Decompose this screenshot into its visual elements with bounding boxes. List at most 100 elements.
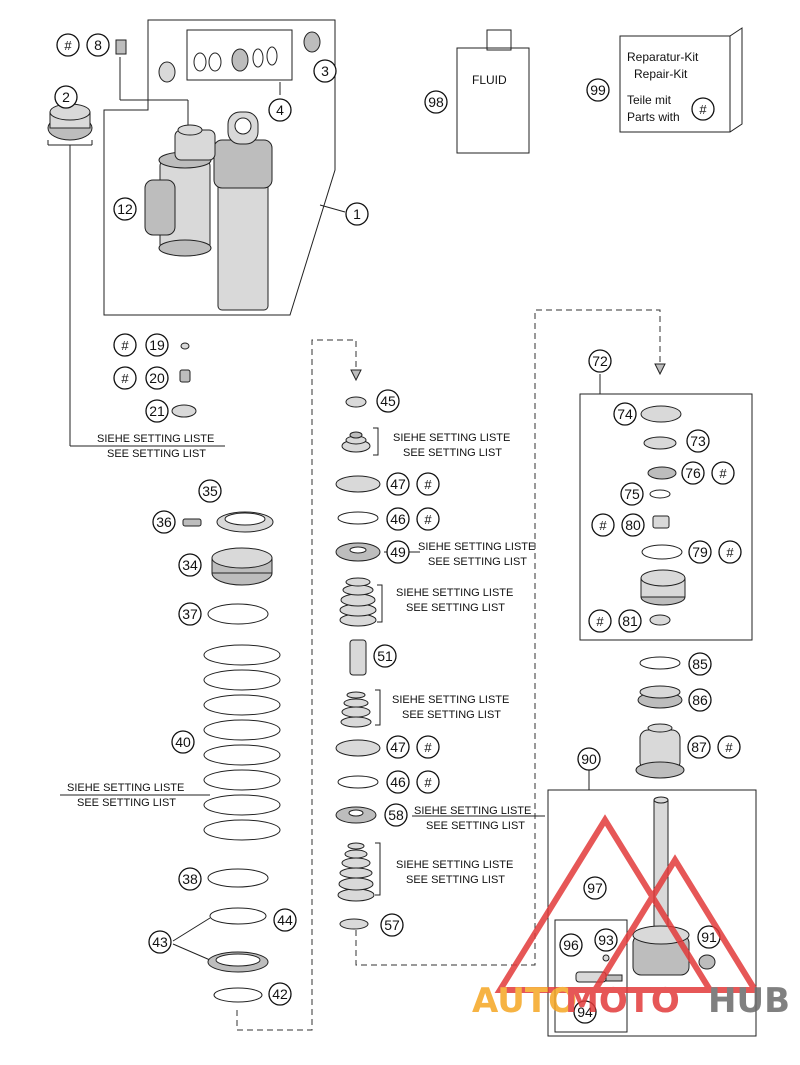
callout-36[interactable]: 36 bbox=[152, 510, 176, 534]
callout-47b-hash[interactable]: # bbox=[416, 735, 440, 759]
callout-46a[interactable]: 46 bbox=[386, 507, 410, 531]
svg-text:#: # bbox=[699, 102, 707, 117]
setting-note-shims-middle: SIEHE SETTING LISTE SEE SETTING LIST bbox=[396, 587, 513, 614]
part-40-spring bbox=[203, 644, 281, 841]
callout-47b[interactable]: 47 bbox=[386, 735, 410, 759]
callout-97[interactable]: 97 bbox=[583, 876, 607, 900]
repair-kit-box: Reparatur-Kit Repair-Kit Teile mit Parts… bbox=[619, 27, 743, 133]
part-86-guide bbox=[637, 685, 683, 709]
callout-8[interactable]: 8 bbox=[86, 33, 110, 57]
callout-93[interactable]: 93 bbox=[594, 928, 618, 952]
callout-19-hash[interactable]: # bbox=[113, 333, 137, 357]
callout-76-hash[interactable]: # bbox=[711, 461, 735, 485]
callout-99[interactable]: 99 bbox=[586, 78, 610, 102]
callout-21[interactable]: 21 bbox=[145, 399, 169, 423]
callout-46b[interactable]: 46 bbox=[386, 770, 410, 794]
callout-81-hash[interactable]: # bbox=[588, 609, 612, 633]
part-21-cap bbox=[171, 404, 197, 418]
callout-57[interactable]: 57 bbox=[380, 913, 404, 937]
part-45-washer bbox=[345, 396, 367, 408]
callout-38[interactable]: 38 bbox=[178, 867, 202, 891]
callout-8-hash[interactable]: # bbox=[56, 33, 80, 57]
svg-text:38: 38 bbox=[182, 871, 198, 887]
callout-58[interactable]: 58 bbox=[384, 803, 408, 827]
svg-text:SIEHE SETTING LISTE: SIEHE SETTING LISTE bbox=[67, 782, 184, 794]
callout-99-hash[interactable]: # bbox=[691, 97, 715, 121]
callout-72[interactable]: 72 bbox=[588, 349, 612, 373]
callout-76[interactable]: 76 bbox=[681, 461, 705, 485]
callout-1[interactable]: 1 bbox=[345, 202, 369, 226]
svg-text:#: # bbox=[64, 38, 72, 53]
callout-35[interactable]: 35 bbox=[198, 479, 222, 503]
callout-80[interactable]: 80 bbox=[621, 513, 645, 537]
part-46-o-ring-lower bbox=[337, 775, 379, 789]
svg-text:81: 81 bbox=[622, 613, 638, 629]
callout-12[interactable]: 12 bbox=[113, 197, 137, 221]
part-44-ring bbox=[209, 907, 267, 925]
callout-86[interactable]: 86 bbox=[688, 688, 712, 712]
callout-2[interactable]: 2 bbox=[54, 85, 78, 109]
svg-text:12: 12 bbox=[117, 201, 133, 217]
callout-80-hash[interactable]: # bbox=[591, 513, 615, 537]
callout-94[interactable]: 94 bbox=[573, 1000, 597, 1024]
callout-47a[interactable]: 47 bbox=[386, 472, 410, 496]
svg-text:34: 34 bbox=[182, 557, 198, 573]
callout-20[interactable]: 20 bbox=[145, 366, 169, 390]
part-8-screw bbox=[115, 39, 127, 55]
callout-19[interactable]: 19 bbox=[145, 333, 169, 357]
callout-45[interactable]: 45 bbox=[376, 389, 400, 413]
callout-44[interactable]: 44 bbox=[273, 908, 297, 932]
svg-text:90: 90 bbox=[581, 751, 597, 767]
shock-absorber-illustration bbox=[144, 111, 273, 311]
svg-text:97: 97 bbox=[587, 880, 603, 896]
callout-90[interactable]: 90 bbox=[577, 747, 601, 771]
setting-note-spring: SIEHE SETTING LISTE SEE SETTING LIST bbox=[67, 782, 184, 809]
callout-37[interactable]: 37 bbox=[178, 602, 202, 626]
callout-85[interactable]: 85 bbox=[688, 652, 712, 676]
callout-75[interactable]: 75 bbox=[620, 482, 644, 506]
dashed-path-left bbox=[236, 339, 357, 1031]
callout-3[interactable]: 3 bbox=[313, 59, 337, 83]
callout-87-hash[interactable]: # bbox=[717, 735, 741, 759]
callout-43[interactable]: 43 bbox=[148, 930, 172, 954]
callout-81[interactable]: 81 bbox=[618, 609, 642, 633]
svg-text:#: # bbox=[719, 466, 727, 481]
svg-text:93: 93 bbox=[598, 932, 614, 948]
callout-96[interactable]: 96 bbox=[559, 933, 583, 957]
part-43-retainer bbox=[207, 951, 269, 973]
part-94-inner-box bbox=[554, 919, 628, 1033]
callout-40[interactable]: 40 bbox=[171, 730, 195, 754]
svg-text:4: 4 bbox=[276, 102, 284, 118]
callout-20-hash[interactable]: # bbox=[113, 366, 137, 390]
callout-91[interactable]: 91 bbox=[697, 925, 721, 949]
part-73-washer bbox=[643, 436, 677, 450]
callout-87[interactable]: 87 bbox=[687, 735, 711, 759]
callout-79[interactable]: 79 bbox=[688, 540, 712, 564]
svg-text:SIEHE SETTING LISTE: SIEHE SETTING LISTE bbox=[97, 433, 214, 445]
shim-stack-bottom bbox=[337, 842, 375, 902]
svg-text:96: 96 bbox=[563, 937, 579, 953]
callout-4[interactable]: 4 bbox=[268, 98, 292, 122]
callout-42[interactable]: 42 bbox=[268, 982, 292, 1006]
svg-text:#: # bbox=[424, 775, 432, 790]
callout-46b-hash[interactable]: # bbox=[416, 770, 440, 794]
part-piston-housing bbox=[640, 569, 686, 606]
svg-text:3: 3 bbox=[321, 63, 329, 79]
callout-49[interactable]: 49 bbox=[386, 540, 410, 564]
svg-text:SEE SETTING LIST: SEE SETTING LIST bbox=[406, 602, 505, 614]
callout-98[interactable]: 98 bbox=[424, 90, 448, 114]
svg-text:80: 80 bbox=[625, 517, 641, 533]
callout-79-hash[interactable]: # bbox=[718, 540, 742, 564]
callout-74[interactable]: 74 bbox=[613, 402, 637, 426]
svg-text:45: 45 bbox=[380, 393, 396, 409]
callout-73[interactable]: 73 bbox=[686, 429, 710, 453]
part-49-piston bbox=[335, 542, 381, 562]
callout-34[interactable]: 34 bbox=[178, 553, 202, 577]
svg-text:85: 85 bbox=[692, 656, 708, 672]
callout-51[interactable]: 51 bbox=[373, 644, 397, 668]
callout-47a-hash[interactable]: # bbox=[416, 472, 440, 496]
setting-note-shims-lower: SIEHE SETTING LISTE SEE SETTING LIST bbox=[392, 694, 509, 721]
part-75-ring bbox=[649, 489, 671, 499]
callout-46a-hash[interactable]: # bbox=[416, 507, 440, 531]
fluid-bottle: FLUID bbox=[456, 29, 530, 154]
